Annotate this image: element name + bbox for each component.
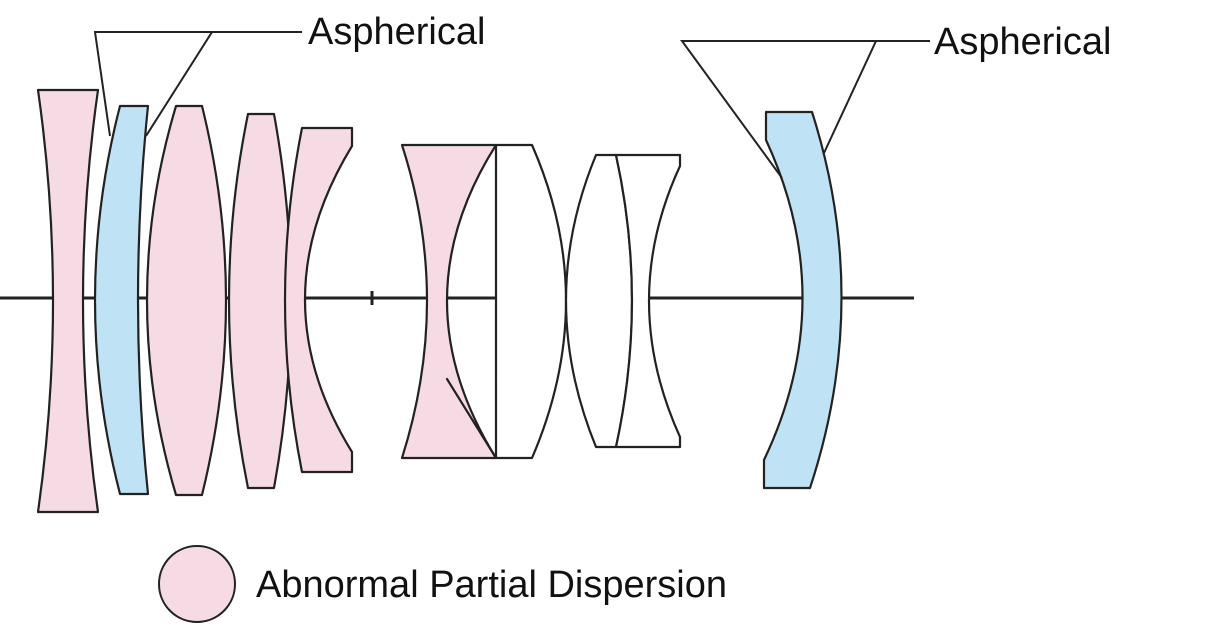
- lens-element-1-apd: [36, 88, 100, 514]
- lens-element-9-standard: [614, 153, 682, 449]
- lens-element-3-apd: [145, 104, 228, 497]
- aspherical-label-left: Aspherical: [308, 11, 485, 53]
- legend-label: Abnormal Partial Dispersion: [256, 564, 727, 606]
- lens-element-10-aspherical: [762, 110, 843, 490]
- lens-element-7-standard: [445, 143, 568, 460]
- lens-element-2-aspherical: [93, 104, 150, 496]
- legend-swatch-apd: [158, 545, 236, 623]
- aspherical-callout-right: [680, 40, 930, 179]
- aspherical-callout-left: [93, 31, 302, 137]
- aspherical-label-right: Aspherical: [934, 21, 1111, 63]
- lens-element-5-apd: [283, 126, 354, 474]
- lens-element-8-standard: [564, 153, 634, 449]
- lens-element-4-apd: [227, 112, 293, 490]
- lens-element-6-apd: [400, 143, 498, 460]
